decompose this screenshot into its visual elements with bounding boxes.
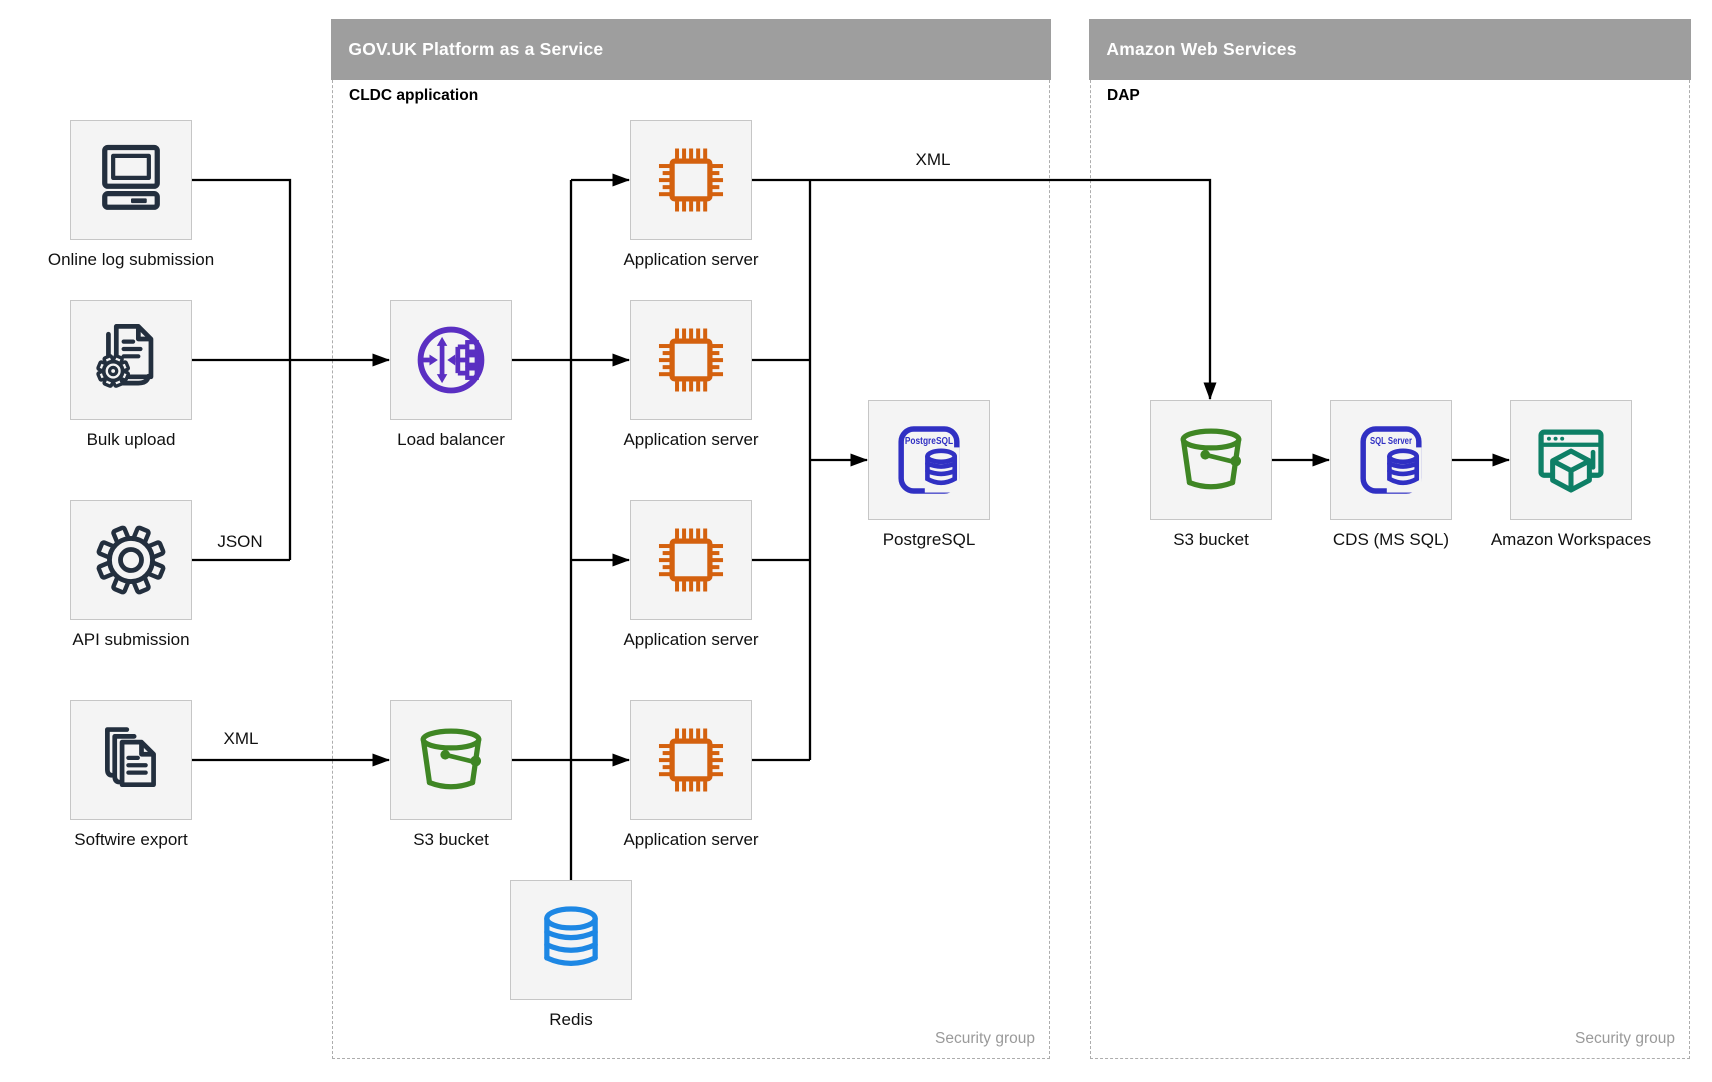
- node-load-balancer-label: Load balancer: [397, 430, 505, 449]
- node-softwire-export-label: Softwire export: [74, 830, 188, 849]
- container-govuk-paas: GOV.UK Platform as a Service CLDC applic…: [331, 19, 1051, 1059]
- computer-icon: [89, 138, 173, 222]
- documents-icon: [89, 718, 173, 802]
- s3-bucket-icon: [1169, 418, 1253, 502]
- postgresql-badge-text: PostgreSQL: [905, 435, 954, 447]
- node-api-submission: [70, 500, 192, 620]
- node-online-log-submission-label: Online log submission: [47, 250, 215, 269]
- edge-label-xml: XML: [223, 729, 259, 748]
- database-icon: [529, 898, 613, 982]
- node-application-server-1-label: Application server: [623, 250, 759, 269]
- chip-icon: [649, 718, 733, 802]
- node-redis: [510, 880, 632, 1000]
- node-postgresql: PostgreSQL: [868, 400, 990, 520]
- edge-online-log-to-junction: [192, 178, 292, 560]
- node-online-log-submission: [70, 120, 192, 240]
- document-gear-icon: [89, 318, 173, 402]
- node-s3-bucket-paas: [390, 700, 512, 820]
- node-s3-bucket-paas-label: S3 bucket: [413, 830, 489, 849]
- s3-bucket-icon: [409, 718, 493, 802]
- postgresql-icon: PostgreSQL: [898, 426, 960, 494]
- node-softwire-export: [70, 700, 192, 820]
- container-govuk-paas-sublabel: CLDC application: [349, 87, 479, 104]
- node-amazon-workspaces: [1510, 400, 1632, 520]
- node-bulk-upload-label: Bulk upload: [86, 430, 176, 449]
- edge-label-xml: XML: [915, 150, 951, 169]
- container-aws-header: Amazon Web Services: [1089, 19, 1691, 81]
- chip-icon: [649, 138, 733, 222]
- workspaces-icon: [1529, 418, 1613, 502]
- node-application-server-2-label: Application server: [623, 430, 759, 449]
- node-cds-ms-sql: SQL Server: [1330, 400, 1452, 520]
- container-aws: Amazon Web Services DAP Security group: [1089, 19, 1691, 1059]
- chip-icon: [649, 518, 733, 602]
- container-govuk-paas-header: GOV.UK Platform as a Service: [331, 19, 1051, 81]
- sql-server-badge-text: SQL Server: [1370, 435, 1412, 447]
- chip-icon: [649, 318, 733, 402]
- sql-server-icon: SQL Server: [1360, 426, 1422, 494]
- container-govuk-paas-footer: Security group: [935, 1030, 1035, 1047]
- node-redis-label: Redis: [549, 1010, 593, 1029]
- node-postgresql-label: PostgreSQL: [882, 530, 976, 549]
- node-bulk-upload: [70, 300, 192, 420]
- gear-icon: [89, 518, 173, 602]
- node-application-server-2: [630, 300, 752, 420]
- node-application-server-3-label: Application server: [623, 630, 759, 649]
- node-api-submission-label: API submission: [72, 630, 190, 649]
- edge-label-json: JSON: [217, 532, 263, 551]
- node-amazon-workspaces-label: Amazon Workspaces: [1490, 530, 1652, 549]
- node-s3-bucket-aws: [1150, 400, 1272, 520]
- load-balancer-icon: [409, 318, 493, 402]
- container-aws-footer: Security group: [1575, 1030, 1675, 1047]
- node-s3-bucket-aws-label: S3 bucket: [1173, 530, 1249, 549]
- node-application-server-1: [630, 120, 752, 240]
- node-application-server-3: [630, 500, 752, 620]
- container-aws-sublabel: DAP: [1107, 87, 1140, 104]
- node-application-server-4: [630, 700, 752, 820]
- node-application-server-4-label: Application server: [623, 830, 759, 849]
- node-load-balancer: [390, 300, 512, 420]
- node-cds-ms-sql-label: CDS (MS SQL): [1332, 530, 1450, 549]
